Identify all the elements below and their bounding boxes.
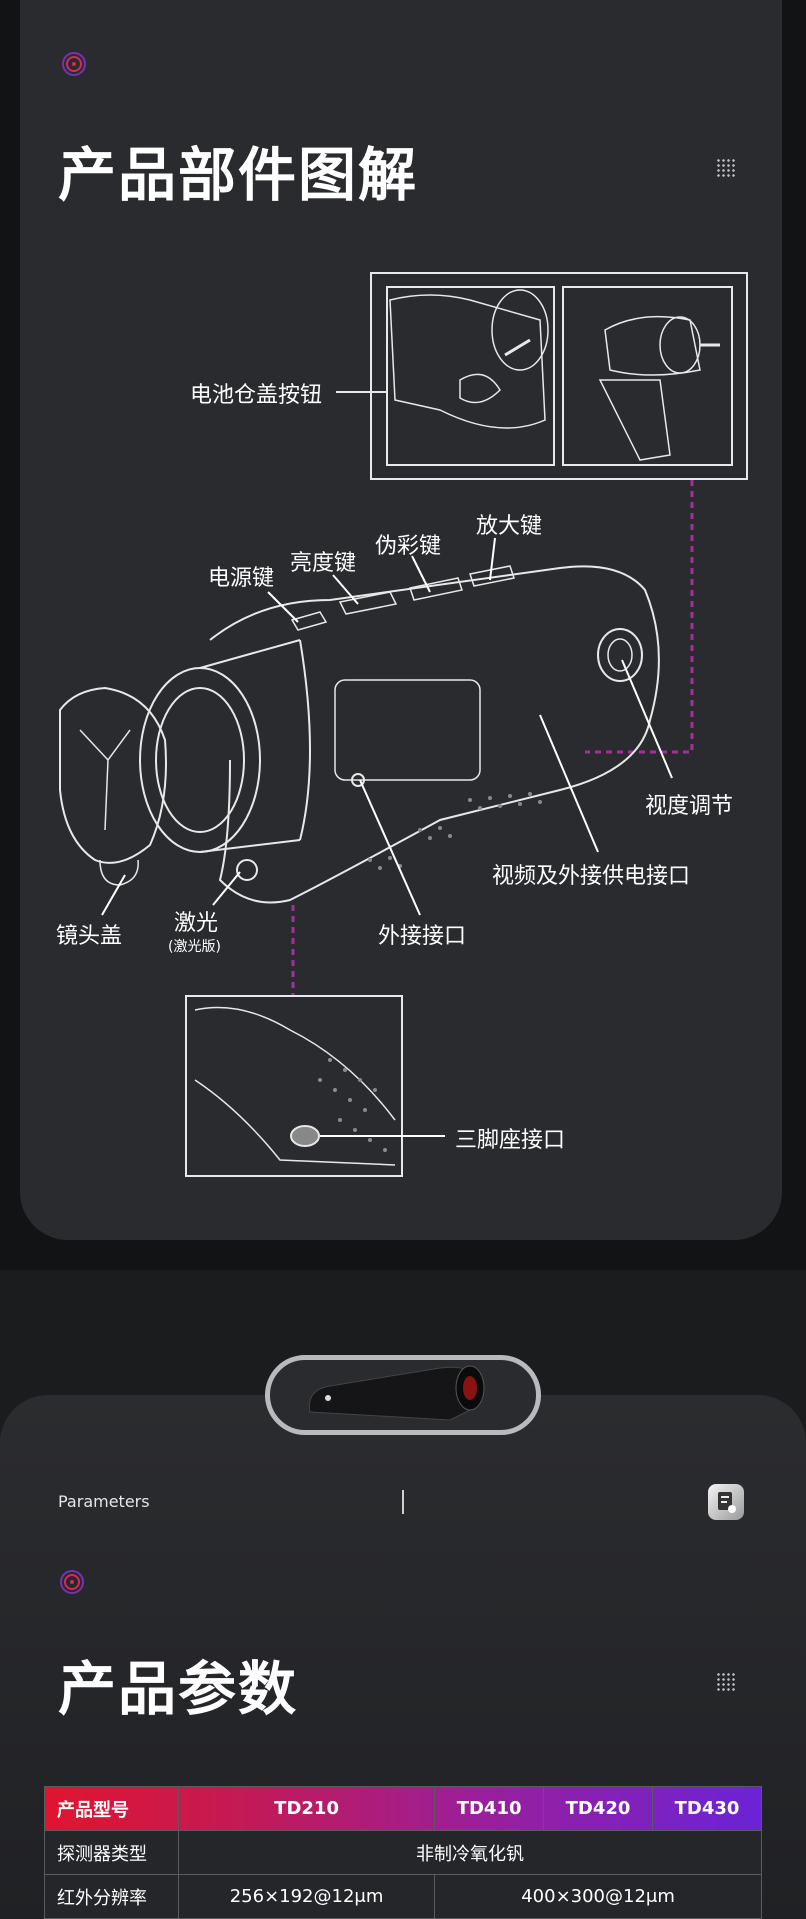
label-brightness-key: 亮度键: [290, 551, 357, 576]
row-value: 非制冷氧化钒: [178, 1830, 762, 1875]
tripod-inset: [185, 995, 403, 1177]
section-badge-icon: [60, 1570, 84, 1594]
params-title: 产品参数: [58, 1655, 299, 1723]
dot-grid-icon: [716, 1672, 736, 1692]
section-badge-icon: [62, 52, 86, 76]
spec-header-row: 产品型号 TD210 TD410 TD420 TD430: [44, 1786, 762, 1831]
label-zoom-key: 放大键: [476, 514, 543, 539]
connector-lines: [291, 480, 694, 995]
table-row: 探测器类型 非制冷氧化钒: [44, 1830, 762, 1875]
row-value: 256×192@12μm: [177, 1874, 436, 1919]
spec-header-cell: TD410: [434, 1786, 545, 1831]
spec-table: 产品型号 TD210 TD410 TD420 TD430 探测器类型 非制冷氧化…: [44, 1786, 762, 1919]
device-thumbnail: [308, 1365, 485, 1421]
spec-header-cell: TD420: [543, 1786, 654, 1831]
label-laser: 激光: [174, 911, 219, 936]
spec-header-cell: TD210: [177, 1786, 436, 1831]
parts-section: 产品部件图解: [0, 0, 806, 1270]
label-laser-note: (激光版): [168, 939, 221, 955]
label-power-key: 电源键: [208, 566, 275, 591]
row-value: 400×300@12μm: [434, 1874, 762, 1919]
device-sketch: [59, 565, 660, 904]
label-diopter-adjust: 视度调节: [645, 794, 734, 819]
label-video-power-port: 视频及外接供电接口: [492, 864, 691, 889]
row-label: 探测器类型: [44, 1830, 179, 1875]
params-label-en: Parameters: [58, 1492, 150, 1511]
label-battery-cover-button: 电池仓盖按钮: [190, 383, 323, 408]
product-pill: [265, 1355, 541, 1435]
label-external-port: 外接接口: [378, 924, 467, 949]
spec-header-cell: 产品型号: [44, 1786, 179, 1831]
divider-bar: [402, 1490, 404, 1514]
leader-lines: [101, 537, 673, 916]
spec-header-cell: TD430: [652, 1786, 762, 1831]
battery-inset: [370, 272, 748, 480]
label-tripod-port: 三脚座接口: [455, 1128, 566, 1153]
parts-title: 产品部件图解: [58, 141, 419, 209]
dot-grid-icon: [716, 158, 736, 178]
table-row: 红外分辨率 256×192@12μm 400×300@12μm: [44, 1874, 762, 1919]
row-label: 红外分辨率: [44, 1874, 179, 1919]
document-icon[interactable]: [708, 1484, 744, 1520]
label-pseudo-color-key: 伪彩键: [375, 534, 442, 559]
device-diagram: [59, 272, 748, 1177]
label-lens-cap: 镜头盖: [56, 924, 123, 949]
